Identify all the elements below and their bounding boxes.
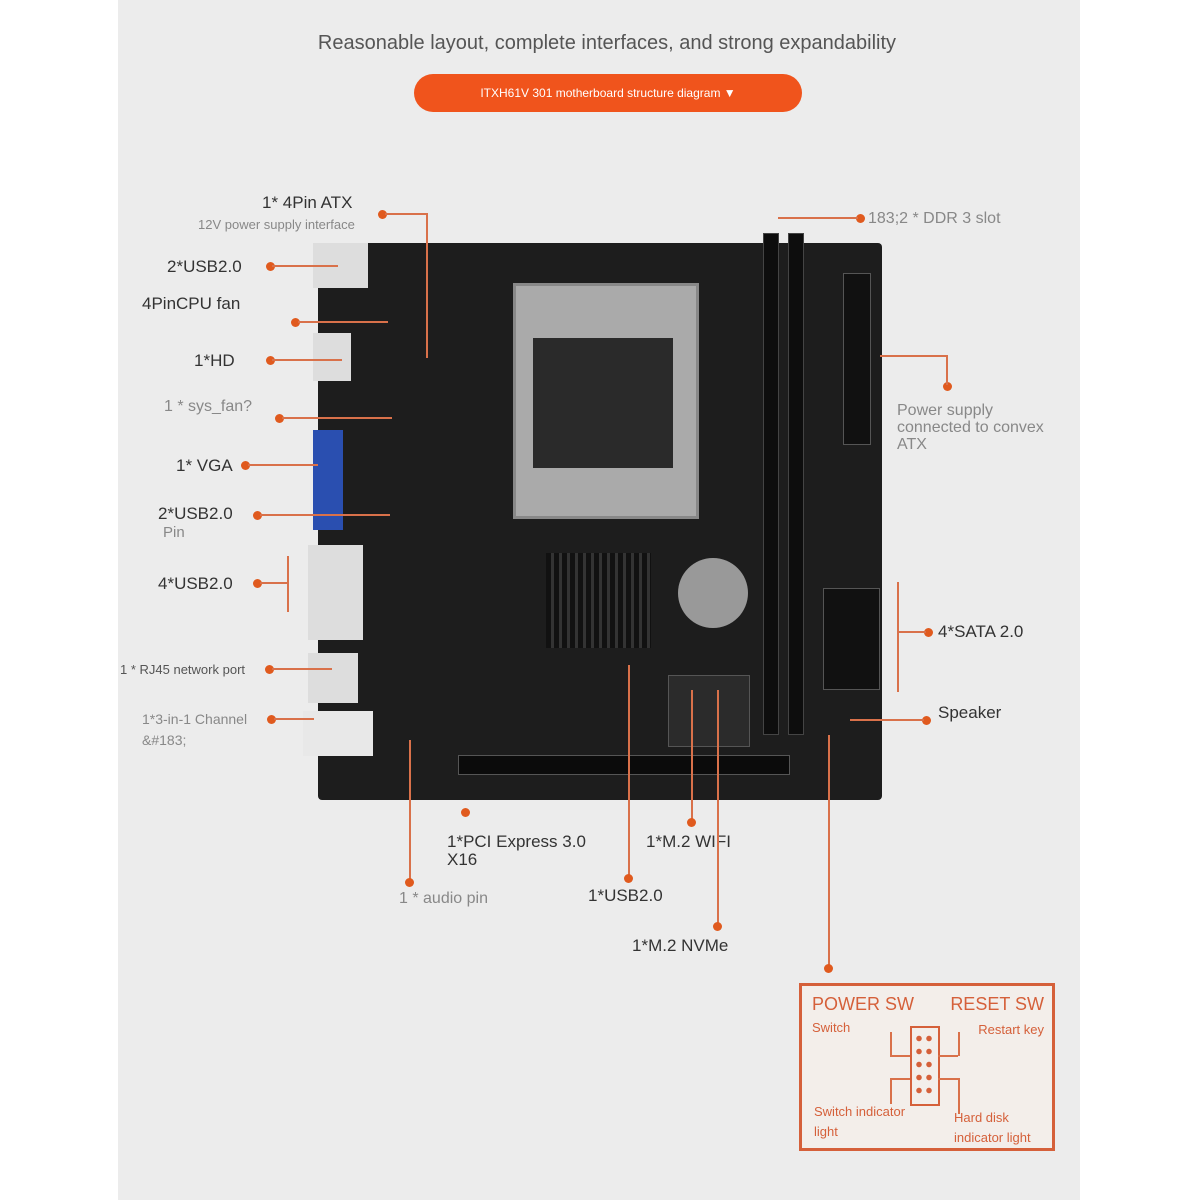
dot-marker [943,382,952,391]
leader-line [890,1078,910,1080]
pin-grid [914,1032,934,1098]
leader-line [272,359,342,361]
label-usb-top: 2*USB2.0 [167,257,242,276]
leader-line [282,417,392,419]
leader-line [272,668,332,670]
leader-line [272,265,338,267]
leader-line [298,321,388,323]
motherboard-image [303,233,882,800]
leader-line [958,1078,960,1114]
dot-marker [378,210,387,219]
front-panel-diagram: POWER SW Switch RESET SW Restart key Swi… [799,983,1055,1151]
leader-line [958,1032,960,1056]
leader-line [890,1032,892,1056]
dot-marker [922,716,931,725]
hdd-led-label: Hard disk indicator light [954,1110,1031,1145]
leader-line [898,631,926,633]
leader-line [385,213,427,215]
label-rj45: 1 * RJ45 network port [120,662,246,677]
label-usb-bottom: 1*USB2.0 [588,886,663,905]
ram-slot [788,233,804,735]
cmos-battery [678,558,748,628]
dot-marker [253,511,262,520]
leader-line [248,464,318,466]
label-speaker: Speaker [938,703,1002,722]
audio-port [303,711,373,756]
label-4pin-atx: 1* 4Pin ATX [262,193,353,212]
leader-line [880,355,948,357]
leader-line [691,690,693,820]
vga-port [313,430,343,530]
label-audio-pin: 1 * audio pin [399,890,488,907]
dot-marker [824,964,833,973]
leader-line [938,1078,958,1080]
dot-marker [266,356,275,365]
leader-line [890,1055,910,1057]
hdmi-port [313,333,351,381]
leader-line [890,1078,892,1104]
label-usb-pin-sub: Pin [163,524,185,541]
rj45-port [308,653,358,703]
dot-marker [624,874,633,883]
dot-marker [461,808,470,817]
dot-marker [241,461,250,470]
reset-sw-label: RESET SW [950,994,1044,1014]
m2-slot [668,675,750,747]
leader-line [717,690,719,925]
power-sw-sub: Switch [812,1020,851,1035]
label-hd: 1*HD [194,351,235,370]
leader-line [628,665,630,875]
leader-line [778,217,858,219]
usb-port [308,545,363,640]
label-pcie: 1*PCI Express 3.0 X16 [447,832,586,869]
dot-marker [687,818,696,827]
label-m2-nvme: 1*M.2 NVMe [632,936,729,955]
diagram-banner: ITXH61V 301 motherboard structure diagra… [414,74,802,112]
dot-marker [924,628,933,637]
ram-slot [763,233,779,735]
banner-text: ITXH61V 301 motherboard structure diagra… [480,86,721,100]
page-title: Reasonable layout, complete interfaces, … [317,32,897,54]
label-4pin-atx-sub: 12V power supply interface [198,217,355,232]
leader-line [938,1055,958,1057]
label-usb-pin: 2*USB2.0 [158,504,233,523]
dot-marker [265,665,274,674]
dot-marker [267,715,276,724]
leader-line [426,213,428,358]
leader-line [897,582,899,692]
dot-marker [253,579,262,588]
label-cpu-fan: 4PinCPU fan [142,294,241,313]
leader-line [260,582,288,584]
dot-marker [713,922,722,931]
label-m2-wifi: 1*M.2 WIFI [646,832,732,851]
switch-led-label: Switch indicator light [814,1104,906,1139]
label-ddr: 183;2 * DDR 3 slot [868,210,1001,227]
label-audio-3in1-sub: &#183; [142,732,187,748]
dot-marker [266,262,275,271]
chipset-heatsink [546,553,651,648]
leader-line [260,514,390,516]
label-audio-3in1: 1*3-in-1 Channel [142,711,248,727]
leader-line [850,719,924,721]
leader-line [409,740,411,880]
atx-connector [843,273,871,445]
pcie-slot [458,755,790,775]
sata-ports [823,588,880,690]
dot-marker [405,878,414,887]
label-vga: 1* VGA [176,456,233,475]
dot-marker [856,214,865,223]
dot-marker [275,414,284,423]
label-power-supply: Power supply connected to convex ATX [897,402,1044,453]
reset-sw-sub: Restart key [978,1022,1044,1037]
leader-line [287,556,289,612]
label-sata: 4*SATA 2.0 [938,622,1024,641]
power-sw-label: POWER SW [812,994,914,1014]
leader-line [828,735,830,967]
label-sys-fan: 1 * sys_fan? [164,398,253,415]
dot-marker [291,318,300,327]
label-usb4: 4*USB2.0 [158,574,233,593]
cpu-socket-center [533,338,673,468]
leader-line [274,718,314,720]
leader-line [946,355,948,385]
